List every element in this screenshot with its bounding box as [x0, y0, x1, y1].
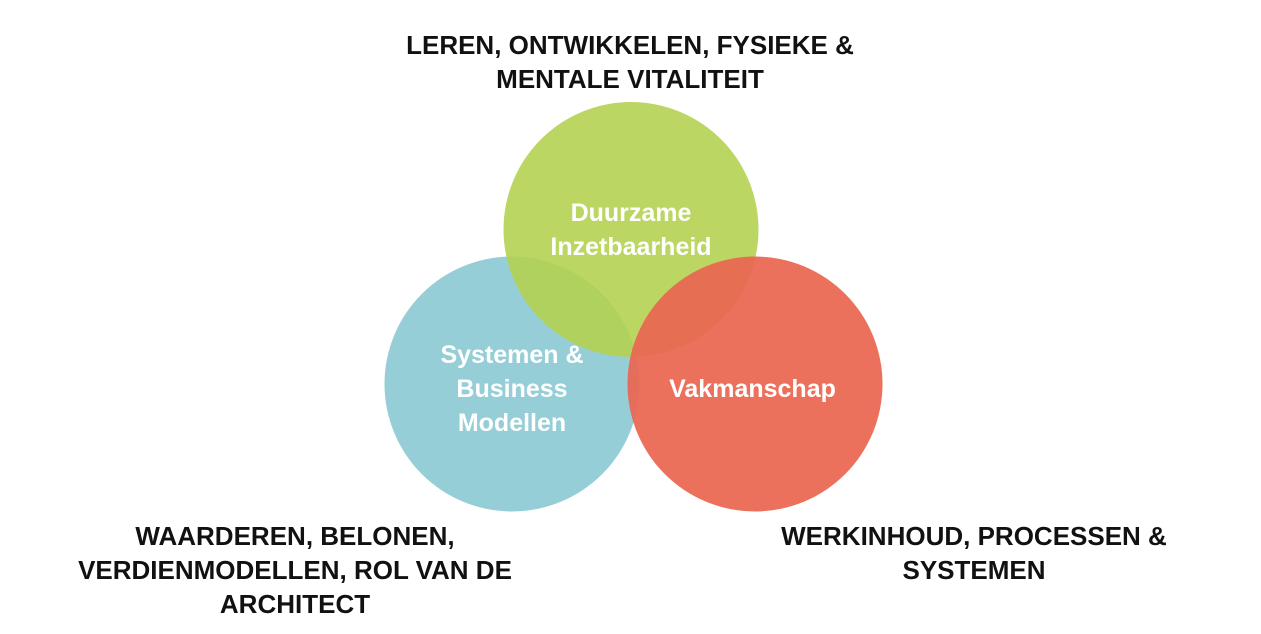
circle-label-duurzame: Duurzame Inzetbaarheid [550, 199, 712, 261]
circle-label-systemen: Systemen & Business Modellen [440, 341, 584, 437]
label-top: LEREN, ONTWIKKELEN, FYSIEKE & MENTALE VI… [406, 30, 854, 94]
label-bottom-right: WERKINHOUD, PROCESSEN & SYSTEMEN [781, 521, 1167, 585]
circle-label-vakmanschap: Vakmanschap [669, 375, 836, 403]
circle-vakmanschap [627, 256, 883, 512]
label-bottom-left: WAARDEREN, BELONEN, VERDIENMODELLEN, ROL… [78, 521, 512, 619]
